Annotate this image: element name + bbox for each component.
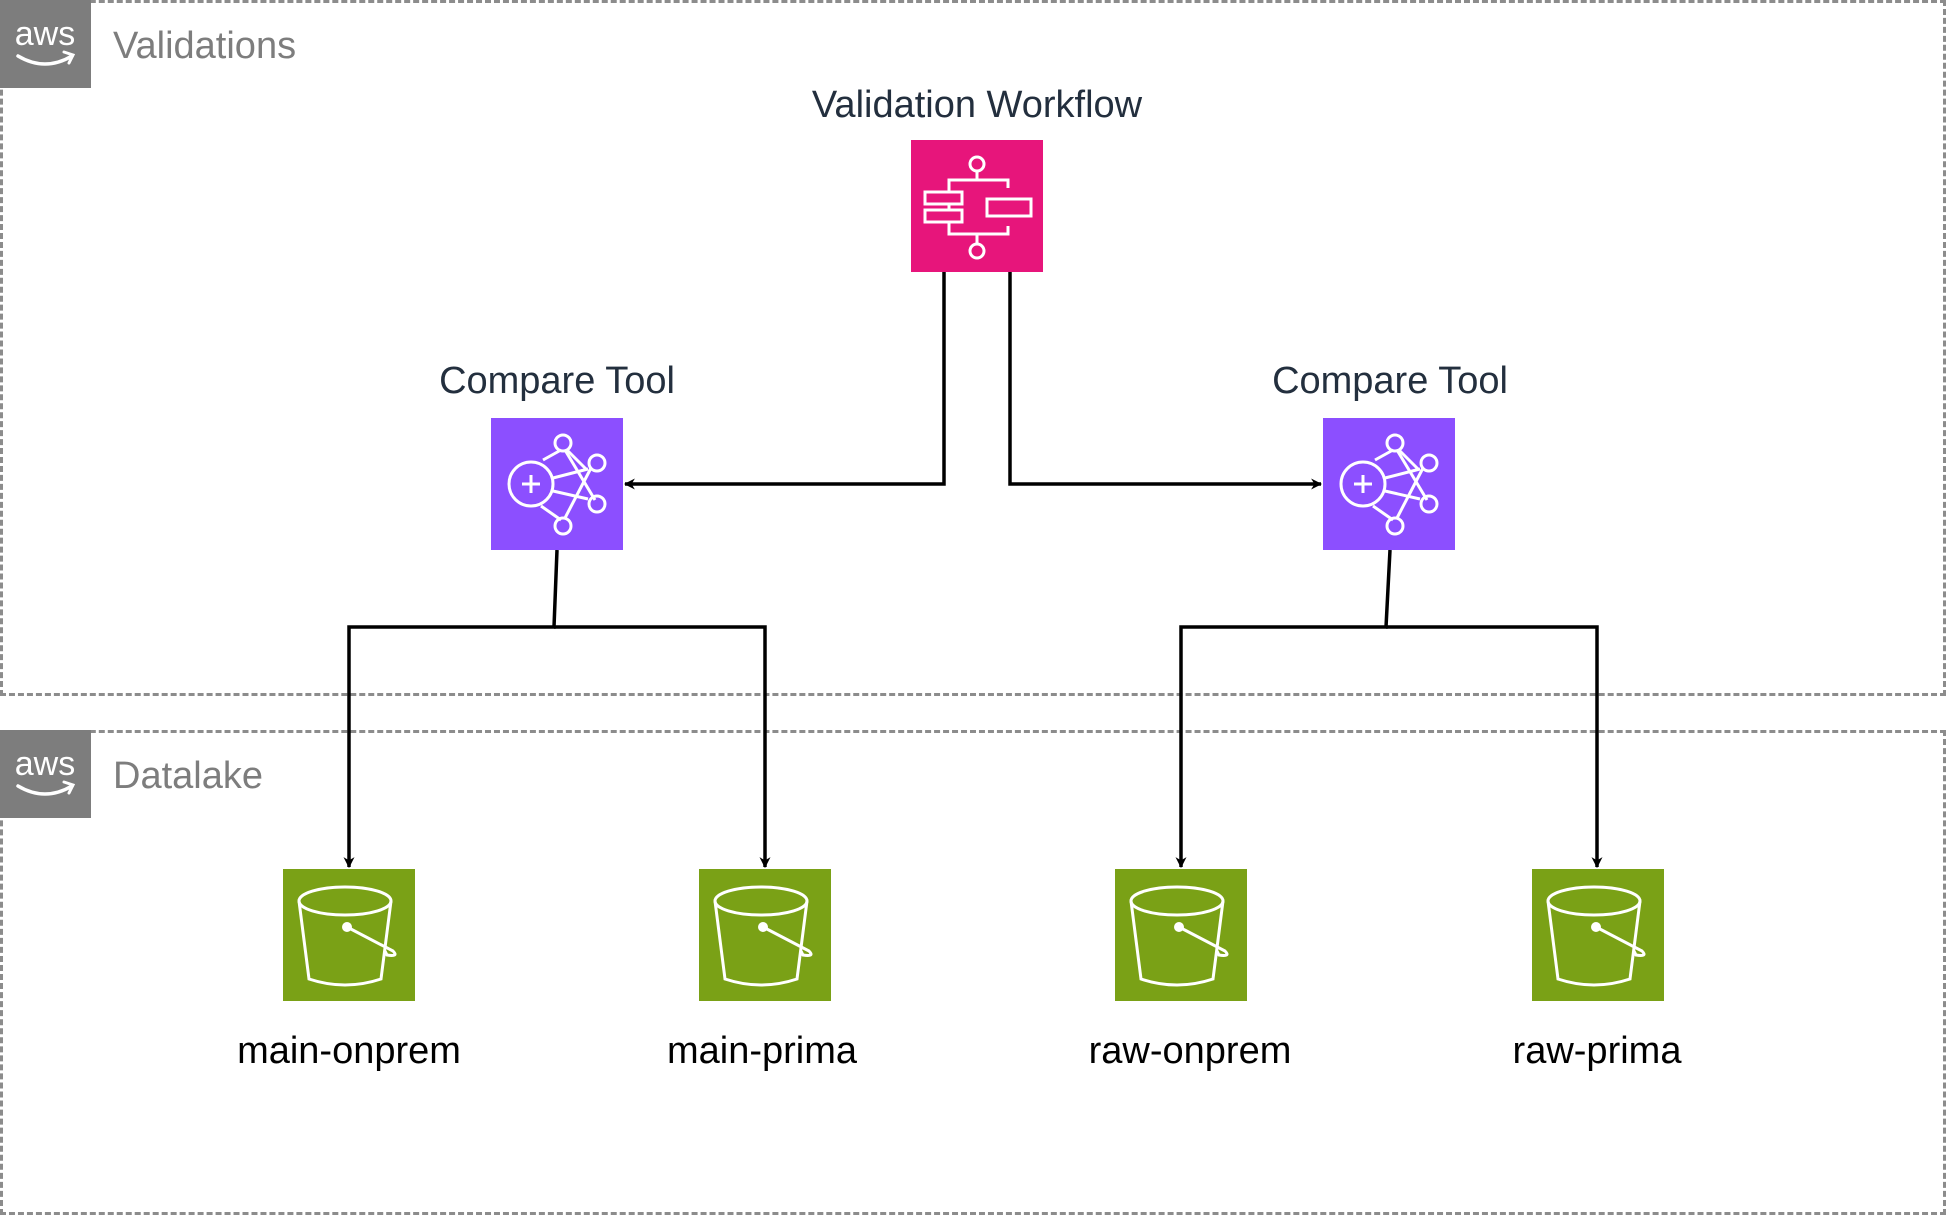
- validations-title: Validations: [113, 25, 297, 67]
- bucket-label: raw-onprem: [1088, 1030, 1292, 1072]
- edge-compare-left-to-main-prima: [554, 625, 771, 869]
- s3-bucket-icon[interactable]: [283, 869, 415, 1001]
- aws-logo-text: aws: [15, 15, 75, 53]
- compare-tool-right-label: Compare Tool: [1272, 360, 1508, 402]
- validations-group: aws Validations: [0, 0, 1946, 696]
- datalake-title: Datalake: [113, 755, 263, 797]
- step-functions-icon[interactable]: [911, 140, 1043, 272]
- s3-bucket-icon[interactable]: [1115, 869, 1247, 1001]
- bucket-label: main-prima: [666, 1030, 858, 1072]
- edge-workflow-to-compare-left: [623, 272, 946, 490]
- aws-logo-text: aws: [15, 745, 75, 783]
- edge-compare-left-to-main-onprem: [343, 549, 559, 869]
- bucket-label: raw-prima: [1512, 1030, 1682, 1072]
- s3-bucket-icon[interactable]: [699, 869, 831, 1001]
- bucket-label: main-onprem: [237, 1030, 461, 1072]
- edge-workflow-to-compare-right: [1008, 272, 1323, 490]
- edge-compare-right-to-raw-onprem: [1175, 549, 1392, 869]
- compare-network-icon[interactable]: [491, 418, 623, 550]
- s3-bucket-icon[interactable]: [1532, 869, 1664, 1001]
- workflow-label: Validation Workflow: [811, 84, 1143, 126]
- aws-logo-icon: aws: [0, 730, 91, 818]
- compare-tool-left-label: Compare Tool: [439, 360, 675, 402]
- aws-logo-icon: aws: [0, 0, 91, 88]
- datalake-group: aws Datalake: [0, 730, 1946, 1215]
- compare-network-icon[interactable]: [1323, 418, 1455, 550]
- edge-compare-right-to-raw-prima: [1386, 625, 1603, 869]
